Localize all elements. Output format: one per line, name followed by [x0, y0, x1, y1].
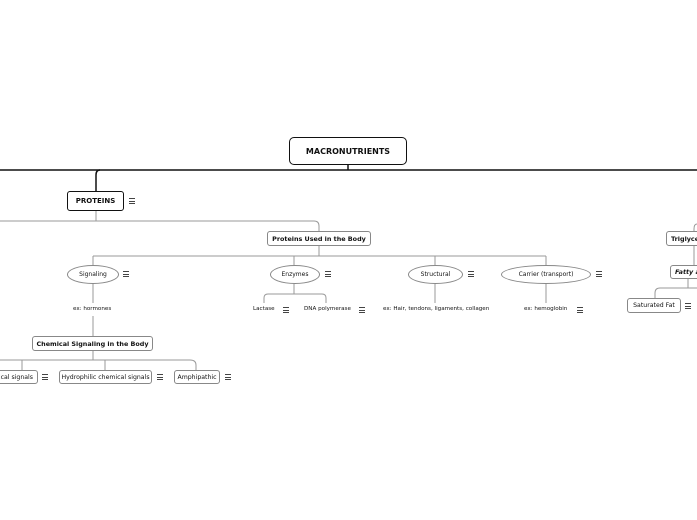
label-dna-polymerase[interactable]: DNA polymerase — [304, 306, 351, 312]
topic-proteins[interactable]: PROTEINS — [67, 191, 124, 211]
menu-icon[interactable] — [596, 271, 602, 277]
menu-icon[interactable] — [468, 271, 474, 277]
menu-icon[interactable] — [123, 271, 129, 277]
menu-icon[interactable] — [325, 271, 331, 277]
topic-amphipathic[interactable]: Amphipathic — [174, 370, 220, 384]
topic-enzymes[interactable]: Enzymes — [270, 265, 320, 284]
menu-icon[interactable] — [359, 307, 365, 313]
menu-icon[interactable] — [42, 374, 48, 380]
label-ex-hemoglobin[interactable]: ex: hemoglobin — [524, 306, 568, 312]
topic-proteins-used[interactable]: Proteins Used in the Body — [267, 231, 371, 246]
menu-icon[interactable] — [685, 303, 691, 309]
menu-icon[interactable] — [283, 307, 289, 313]
topic-triglycerides[interactable]: Triglyce — [666, 231, 697, 246]
menu-icon[interactable] — [157, 374, 163, 380]
menu-icon[interactable] — [577, 307, 583, 313]
topic-hydrophilic[interactable]: Hydrophilic chemical signals — [59, 370, 152, 384]
topic-chemical-signals[interactable]: ical signals — [0, 370, 38, 384]
label-ex-hormones[interactable]: ex: hormones — [73, 306, 112, 312]
central-topic[interactable]: MACRONUTRIENTS — [289, 137, 407, 165]
label-lactase[interactable]: Lactase — [253, 306, 275, 312]
topic-carrier[interactable]: Carrier (transport) — [501, 265, 591, 284]
topic-fatty-acids[interactable]: Fatty a — [670, 265, 697, 279]
topic-structural[interactable]: Structural — [408, 265, 463, 284]
menu-icon[interactable] — [225, 374, 231, 380]
topic-signaling[interactable]: Signaling — [67, 265, 119, 284]
topic-chemical-signaling[interactable]: Chemical Signaling in the Body — [32, 336, 153, 351]
label-ex-structural[interactable]: ex: Hair, tendons, ligaments, collagen — [383, 306, 490, 312]
topic-saturated-fat[interactable]: Saturated Fat — [627, 298, 681, 313]
menu-icon[interactable] — [129, 198, 135, 204]
